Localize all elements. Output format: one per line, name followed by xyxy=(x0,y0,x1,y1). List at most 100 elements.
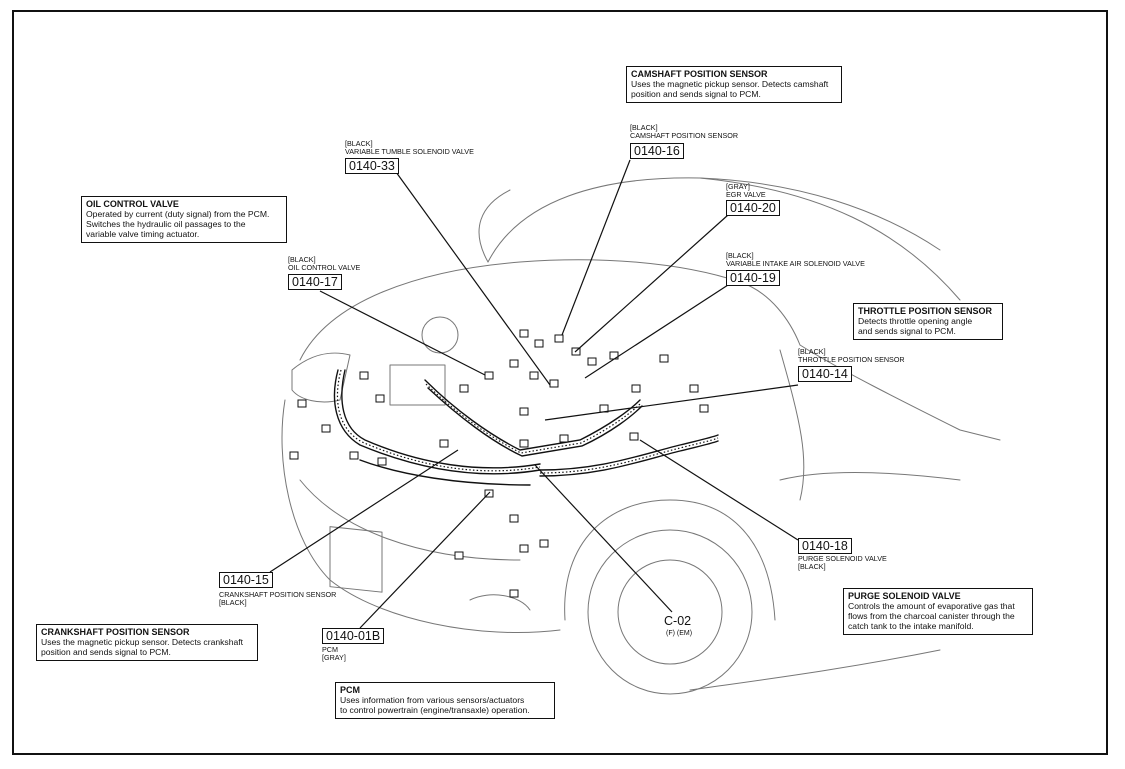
connector-block xyxy=(454,551,464,560)
headlamp xyxy=(291,352,351,403)
connector-block xyxy=(459,384,469,393)
connector-block xyxy=(554,334,564,343)
harness-left-inner xyxy=(341,369,541,469)
connector-block xyxy=(484,371,494,380)
callout-title: CRANKSHAFT POSITION SENSOR xyxy=(41,627,190,637)
connector-block xyxy=(377,457,387,466)
fog-lamp xyxy=(469,594,531,611)
connector-block xyxy=(587,357,597,366)
connector-block xyxy=(297,399,307,408)
leader-0140-15 xyxy=(269,449,459,573)
callout-body: Controls the amount of evaporative gas t… xyxy=(848,601,1015,631)
harness-front xyxy=(359,459,531,486)
callout-oil-control-valve: OIL CONTROL VALVE Operated by current (d… xyxy=(81,196,287,243)
connector-block xyxy=(659,354,669,363)
callout-body: Uses information from various sensors/ac… xyxy=(340,695,530,715)
body-side xyxy=(799,344,1001,441)
leader-0140-14 xyxy=(544,384,799,421)
connector-block xyxy=(509,359,519,368)
harness-upper-inner xyxy=(427,387,643,457)
connector-block xyxy=(689,384,699,393)
door-line xyxy=(779,472,961,481)
connector-block xyxy=(349,451,359,460)
connector-block xyxy=(519,329,529,338)
leader-0140-18 xyxy=(639,439,799,541)
front-wheel xyxy=(587,529,753,695)
a-pillar xyxy=(478,189,511,263)
connector-label-0140-17: [BLACK] OIL CONTROL VALVE xyxy=(288,255,361,273)
callout-title: THROTTLE POSITION SENSOR xyxy=(858,306,993,316)
connector-block xyxy=(631,384,641,393)
connector-label-0140-16: [BLACK] CAMSHAFT POSITION SENSOR xyxy=(630,123,739,141)
fender-right xyxy=(779,349,805,501)
callout-body: Detects throttle opening angle and sends… xyxy=(858,316,973,336)
connector-block xyxy=(321,424,331,433)
callout-body: Uses the magnetic pickup sensor. Detects… xyxy=(631,79,829,99)
callout-camshaft-position-sensor: CAMSHAFT POSITION SENSOR Uses the magnet… xyxy=(626,66,842,103)
connector-code-0140-18: 0140-18 xyxy=(798,538,852,554)
front-wheel-hub xyxy=(617,559,723,665)
lower-grille xyxy=(299,479,521,561)
connector-label-c-02: (F) (EM) xyxy=(666,630,693,637)
connector-code-c-02: C-02 xyxy=(664,614,692,628)
connector-block xyxy=(509,589,519,598)
connector-code-0140-17: 0140-17 xyxy=(288,274,342,290)
battery xyxy=(389,364,446,406)
callout-throttle-position-sensor: THROTTLE POSITION SENSOR Detects throttl… xyxy=(853,303,1003,340)
connector-label-0140-33: [BLACK] VARIABLE TUMBLE SOLENOID VALVE xyxy=(345,139,474,157)
harness-right-inner xyxy=(539,440,719,477)
leader-0140-20 xyxy=(574,214,729,353)
leader-0140-01b xyxy=(359,491,491,629)
connector-block xyxy=(534,339,544,348)
harness-left xyxy=(333,369,541,475)
connector-label-0140-18: PURGE SOLENOID VALVE [BLACK] xyxy=(798,554,887,572)
connector-block xyxy=(519,544,529,553)
callout-body: Uses the magnetic pickup sensor. Detects… xyxy=(41,637,244,657)
connector-block xyxy=(439,439,449,448)
harness-upper xyxy=(424,379,641,451)
connector-label-0140-14: [BLACK] THROTTLE POSITION SENSOR xyxy=(798,347,905,365)
connector-block xyxy=(375,394,385,403)
leader-0140-16 xyxy=(561,159,631,336)
callout-crankshaft-position-sensor: CRANKSHAFT POSITION SENSOR Uses the magn… xyxy=(36,624,258,661)
connector-block xyxy=(289,451,299,460)
connector-block xyxy=(539,539,549,548)
windshield-outline xyxy=(487,177,941,263)
connector-block xyxy=(359,371,369,380)
callout-title: PURGE SOLENOID VALVE xyxy=(848,591,961,601)
leader-0140-19 xyxy=(584,284,729,379)
callout-title: PCM xyxy=(340,685,360,695)
callout-pcm: PCM Uses information from various sensor… xyxy=(335,682,555,719)
connector-label-0140-19: [BLACK] VARIABLE INTAKE AIR SOLENOID VAL… xyxy=(726,251,865,269)
connector-block xyxy=(559,434,569,443)
connector-label-0140-20: [GRAY] EGR VALVE xyxy=(726,182,766,200)
connector-block xyxy=(519,407,529,416)
diagram-frame xyxy=(12,10,1108,755)
connector-code-0140-15: 0140-15 xyxy=(219,572,273,588)
connector-code-0140-19: 0140-19 xyxy=(726,270,780,286)
callout-purge-solenoid-valve: PURGE SOLENOID VALVE Controls the amount… xyxy=(843,588,1033,635)
connector-code-0140-14: 0140-14 xyxy=(798,366,852,382)
leader-0140-33 xyxy=(395,171,551,386)
license-plate xyxy=(329,526,383,593)
hood-outline xyxy=(299,259,801,361)
reservoir-cap xyxy=(421,316,459,354)
connector-block xyxy=(699,404,709,413)
connector-block xyxy=(529,371,539,380)
callout-title: OIL CONTROL VALVE xyxy=(86,199,179,209)
callout-title: CAMSHAFT POSITION SENSOR xyxy=(631,69,768,79)
connector-block xyxy=(629,432,639,441)
roof-line xyxy=(699,177,961,301)
harness-right xyxy=(539,434,719,471)
rocker xyxy=(689,649,941,691)
leader-0140-17 xyxy=(319,290,486,376)
connector-label-0140-01b: PCM [GRAY] xyxy=(322,645,346,663)
connector-label-0140-15: CRANKSHAFT POSITION SENSOR [BLACK] xyxy=(219,590,337,608)
connector-code-0140-20: 0140-20 xyxy=(726,200,780,216)
connector-block xyxy=(509,514,519,523)
front-wheel-arch xyxy=(564,499,776,621)
callout-body: Operated by current (duty signal) from t… xyxy=(86,209,270,239)
connector-block xyxy=(549,379,559,388)
connector-code-0140-01b: 0140-01B xyxy=(322,628,385,644)
